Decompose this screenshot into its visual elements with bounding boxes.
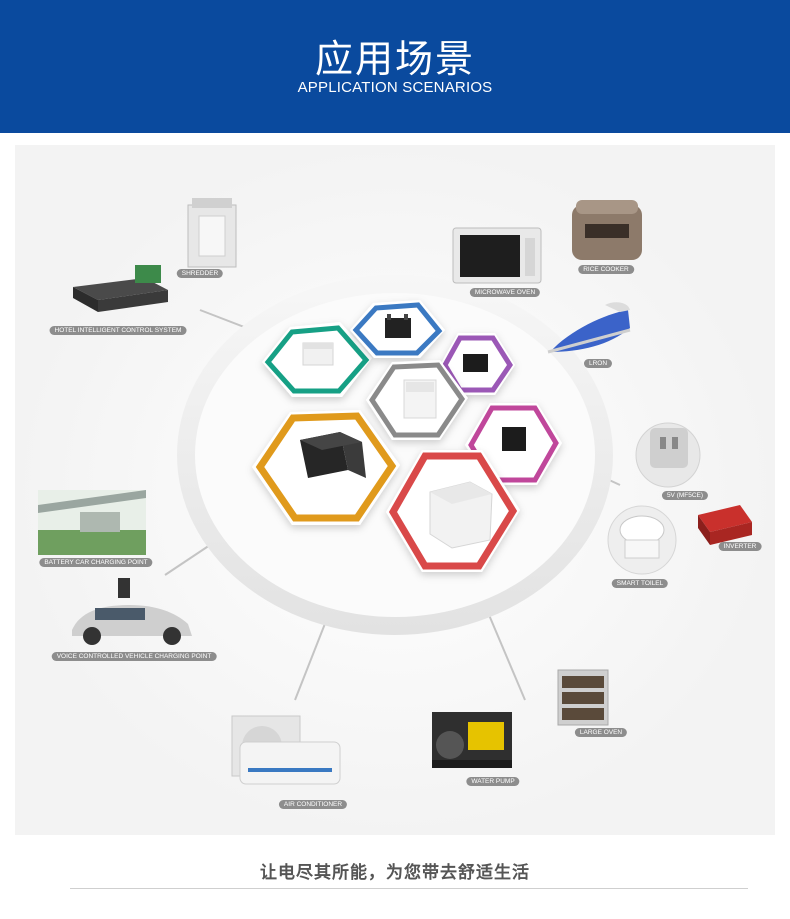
inverter-icon xyxy=(698,505,752,545)
scenario-illustration xyxy=(15,145,775,835)
label-shredder: SHREDDER xyxy=(176,269,224,278)
relay-hex-teal xyxy=(262,322,372,397)
label-voice-vehicle: VOICE CONTROLLED VEHICLE CHARGING POINT xyxy=(51,652,217,661)
microwave-icon xyxy=(452,227,542,284)
relay-hex-red xyxy=(386,450,520,572)
label-smart-toilet: SMART TOILEL xyxy=(611,579,669,588)
page-subtitle: APPLICATION SCENARIOS xyxy=(297,79,493,96)
rice-cooker-icon xyxy=(572,200,642,260)
smart-toilet-icon xyxy=(607,505,677,575)
label-microwave: MICROWAVE OVEN xyxy=(469,288,541,297)
footer-divider xyxy=(70,888,748,889)
socket-icon xyxy=(635,422,701,488)
label-water-pump: WATER PUMP xyxy=(466,777,520,786)
shredder-icon xyxy=(187,198,237,268)
air-conditioner-icon xyxy=(231,715,341,785)
label-iron: LRON xyxy=(583,359,613,368)
header-banner: 应用场景 APPLICATION SCENARIOS xyxy=(0,0,790,133)
relay-hex-blue xyxy=(350,300,445,358)
water-pump-icon xyxy=(432,712,512,768)
iron-icon xyxy=(547,302,631,354)
label-rice-cooker: RICE COOKER xyxy=(578,265,634,274)
hotel-control-box-icon xyxy=(73,265,168,312)
footer-slogan: 让电尽其所能，为您带去舒适生活 xyxy=(260,863,530,883)
label-battery-car: BATTERY CAR CHARGING POINT xyxy=(39,558,153,567)
label-socket: 5V (MF5CE) xyxy=(661,491,709,500)
label-hotel-control: HOTEL INTELLIGENT CONTROL SYSTEM xyxy=(49,326,187,335)
relay-hex-purple xyxy=(440,333,515,395)
relay-hex-gray xyxy=(366,360,468,440)
label-inverter: INVERTER xyxy=(718,542,762,551)
page-title: 应用场景 xyxy=(314,37,475,81)
label-air-conditioner: AIR CONDITIONER xyxy=(278,800,348,809)
relay-hex-orange xyxy=(252,410,400,525)
label-large-oven: LARGE OVEN xyxy=(574,728,628,737)
battery-car-charging-icon xyxy=(38,490,146,555)
application-scenarios-stage: SHREDDER HOTEL INTELLIGENT CONTROL SYSTE… xyxy=(0,133,790,919)
large-oven-icon xyxy=(557,669,609,726)
vehicle-charging-icon xyxy=(72,578,192,645)
